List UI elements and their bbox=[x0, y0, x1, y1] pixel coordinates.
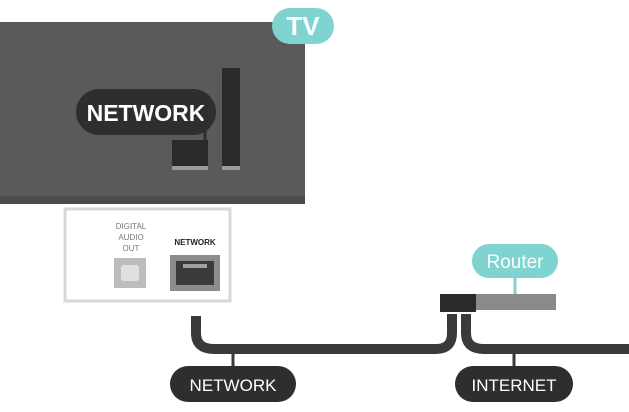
network-port-contacts bbox=[183, 264, 207, 268]
digital-audio-label-line2: AUDIO bbox=[118, 233, 143, 242]
network-port-label: NETWORK bbox=[174, 238, 216, 247]
digital-audio-label-line1: DIGITAL bbox=[116, 222, 147, 231]
internet-cable-label: INTERNET bbox=[472, 376, 557, 395]
tv-badge-label: TV bbox=[286, 11, 320, 41]
network-cable-pill bbox=[170, 366, 296, 402]
internet-cable-pill bbox=[455, 366, 573, 402]
router-body bbox=[476, 294, 556, 310]
router-label: Router bbox=[486, 252, 544, 273]
tv-network-pill bbox=[76, 89, 216, 135]
tv-port-shelf-right bbox=[222, 166, 240, 170]
tv-port-icon bbox=[172, 140, 208, 168]
tv-network-label: NETWORK bbox=[87, 100, 206, 126]
digital-audio-port-inner bbox=[121, 265, 139, 281]
internet-cable bbox=[461, 314, 629, 354]
tv-bezel-bottom bbox=[0, 196, 305, 204]
router-badge bbox=[472, 244, 558, 278]
router-port-block bbox=[440, 294, 476, 312]
network-cable-label: NETWORK bbox=[190, 376, 278, 395]
tv-port-shelf-left bbox=[172, 166, 208, 170]
tv-badge bbox=[272, 8, 334, 44]
tv-stand-post bbox=[222, 68, 240, 168]
network-cable bbox=[191, 314, 457, 354]
digital-audio-label-line3: OUT bbox=[123, 244, 140, 253]
